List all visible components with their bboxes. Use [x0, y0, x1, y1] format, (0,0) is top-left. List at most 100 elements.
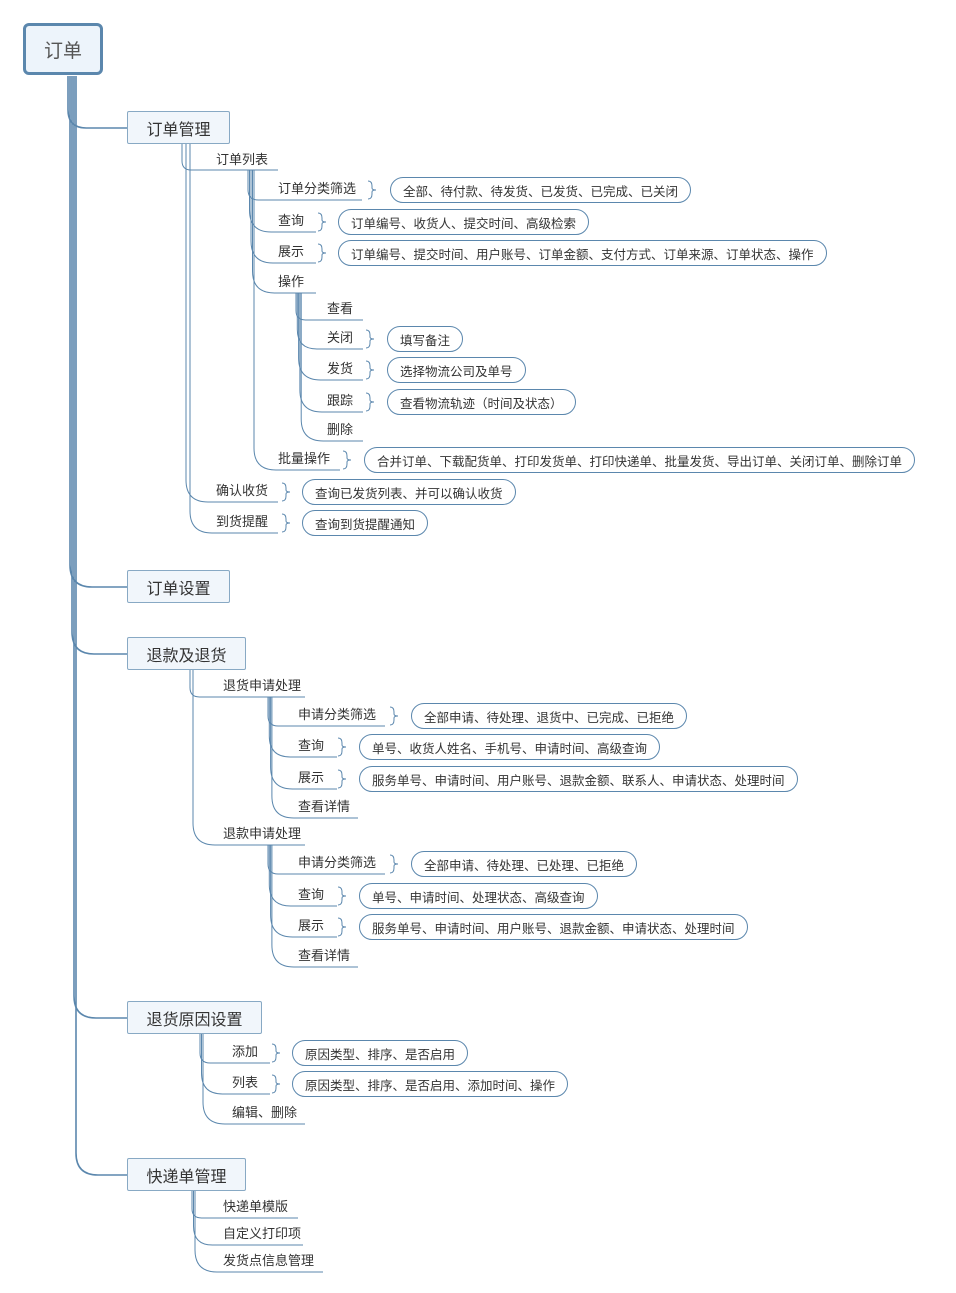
brace	[337, 886, 347, 906]
brace	[365, 392, 375, 412]
node-refund-application[interactable]: 退款申请处理	[223, 827, 302, 842]
section-express-management[interactable]: 快递单管理	[127, 1158, 246, 1191]
node-reason-list[interactable]: 列表	[232, 1076, 259, 1091]
brace	[389, 706, 399, 726]
node-close[interactable]: 关闭	[327, 331, 354, 346]
connector	[193, 1191, 223, 1246]
root-to-express	[75, 76, 127, 1176]
brace	[342, 450, 352, 470]
connector	[201, 1034, 232, 1095]
connector	[270, 845, 298, 938]
brace	[271, 1074, 281, 1094]
connector	[296, 293, 327, 350]
node-order-filter[interactable]: 订单分类筛选	[278, 182, 357, 197]
node-reason-add[interactable]: 添加	[232, 1045, 259, 1060]
connector	[189, 670, 223, 698]
brace	[365, 360, 375, 380]
detail-batch[interactable]: 合并订单、下载配货单、打印发货单、打印快递单、批量发货、导出订单、关闭订单、删除…	[364, 447, 916, 473]
root-to-refund-return	[71, 76, 127, 655]
section-return-reasons[interactable]: 退货原因设置	[127, 1001, 262, 1034]
brace	[337, 917, 347, 937]
root-node[interactable]: 订单	[23, 23, 103, 75]
detail-order-query[interactable]: 订单编号、收货人、提交时间、高级检索	[338, 209, 590, 235]
node-arrival-reminder[interactable]: 到货提醒	[216, 515, 269, 530]
connector	[192, 670, 223, 846]
detail-reason-add[interactable]: 原因类型、排序、是否启用	[292, 1040, 469, 1066]
node-order-ops[interactable]: 操作	[278, 275, 305, 290]
node-confirm-receipt[interactable]: 确认收货	[216, 484, 269, 499]
root-to-order-settings	[69, 76, 127, 588]
brace	[317, 212, 327, 232]
brace	[337, 769, 347, 789]
node-reason-edit-delete[interactable]: 编辑、删除	[232, 1106, 298, 1121]
detail-confirm-receipt[interactable]: 查询已发货列表、并可以确认收货	[302, 479, 516, 505]
connector	[191, 1191, 223, 1219]
detail-refund-query[interactable]: 单号、申请时间、处理状态、高级查询	[359, 883, 598, 909]
detail-order-display[interactable]: 订单编号、提交时间、用户账号、订单金额、支付方式、订单来源、订单状态、操作	[338, 240, 827, 266]
detail-close[interactable]: 填写备注	[387, 326, 464, 352]
node-refund-display[interactable]: 展示	[298, 919, 325, 934]
connector	[295, 293, 327, 321]
detail-return-filter[interactable]: 全部申请、待处理、退货中、已完成、已拒绝	[411, 703, 688, 729]
node-ship-point[interactable]: 发货点信息管理	[223, 1254, 315, 1269]
detail-track[interactable]: 查看物流轨迹（时间及状态）	[387, 389, 576, 415]
node-return-application[interactable]: 退货申请处理	[223, 679, 302, 694]
node-return-filter[interactable]: 申请分类筛选	[298, 708, 377, 723]
connector	[271, 697, 298, 819]
node-return-view-detail[interactable]: 查看详情	[298, 800, 351, 815]
root-to-order-mgmt	[67, 76, 127, 129]
node-refund-filter[interactable]: 申请分类筛选	[298, 856, 377, 871]
detail-return-query[interactable]: 单号、收货人姓名、手机号、申请时间、高级查询	[359, 734, 661, 760]
root-to-return-reasons	[73, 76, 127, 1019]
connector	[250, 170, 278, 264]
connector	[199, 1034, 232, 1064]
connector	[299, 293, 327, 413]
detail-ship[interactable]: 选择物流公司及单号	[387, 357, 526, 383]
section-order-management[interactable]: 订单管理	[127, 111, 230, 144]
node-refund-view-detail[interactable]: 查看详情	[298, 949, 351, 964]
connector	[268, 697, 298, 758]
section-refund-return[interactable]: 退款及退货	[127, 637, 246, 670]
node-order-query[interactable]: 查询	[278, 214, 305, 229]
brace	[367, 180, 377, 200]
detail-refund-filter[interactable]: 全部申请、待处理、已处理、已拒绝	[411, 851, 638, 877]
connector	[181, 144, 278, 171]
connector	[194, 1191, 223, 1273]
node-return-display[interactable]: 展示	[298, 771, 325, 786]
detail-return-display[interactable]: 服务单号、申请时间、用户账号、退款金额、联系人、申请状态、处理时间	[359, 766, 798, 792]
connector	[298, 293, 327, 381]
node-track[interactable]: 跟踪	[327, 394, 354, 409]
brace	[317, 243, 327, 263]
brace	[365, 329, 375, 349]
node-view[interactable]: 查看	[327, 302, 354, 317]
connector	[189, 144, 216, 534]
connector	[253, 170, 278, 471]
node-order-display[interactable]: 展示	[278, 245, 305, 260]
node-custom-print[interactable]: 自定义打印项	[223, 1227, 302, 1242]
connector	[185, 144, 216, 503]
connector	[267, 697, 298, 727]
detail-order-filter[interactable]: 全部、待付款、待发货、已发货、已完成、已关闭	[390, 177, 692, 203]
node-order-list[interactable]: 订单列表	[216, 153, 269, 168]
connector	[202, 1034, 232, 1125]
node-ship[interactable]: 发货	[327, 362, 354, 377]
brace	[281, 513, 291, 533]
node-refund-query[interactable]: 查询	[298, 888, 325, 903]
node-return-query[interactable]: 查询	[298, 739, 325, 754]
section-order-settings[interactable]: 订单设置	[127, 570, 230, 603]
detail-arrival-reminder[interactable]: 查询到货提醒通知	[302, 510, 429, 536]
brace	[389, 854, 399, 874]
node-express-template[interactable]: 快递单模版	[223, 1200, 289, 1215]
node-delete[interactable]: 删除	[327, 423, 354, 438]
detail-reason-list[interactable]: 原因类型、排序、是否启用、添加时间、操作	[292, 1071, 569, 1097]
node-batch[interactable]: 批量操作	[278, 452, 331, 467]
connector	[249, 170, 278, 233]
brace	[271, 1043, 281, 1063]
detail-refund-display[interactable]: 服务单号、申请时间、用户账号、退款金额、申请状态、处理时间	[359, 914, 748, 940]
connector	[252, 170, 278, 294]
connector	[268, 845, 298, 907]
connector	[270, 697, 298, 790]
brace	[337, 737, 347, 757]
